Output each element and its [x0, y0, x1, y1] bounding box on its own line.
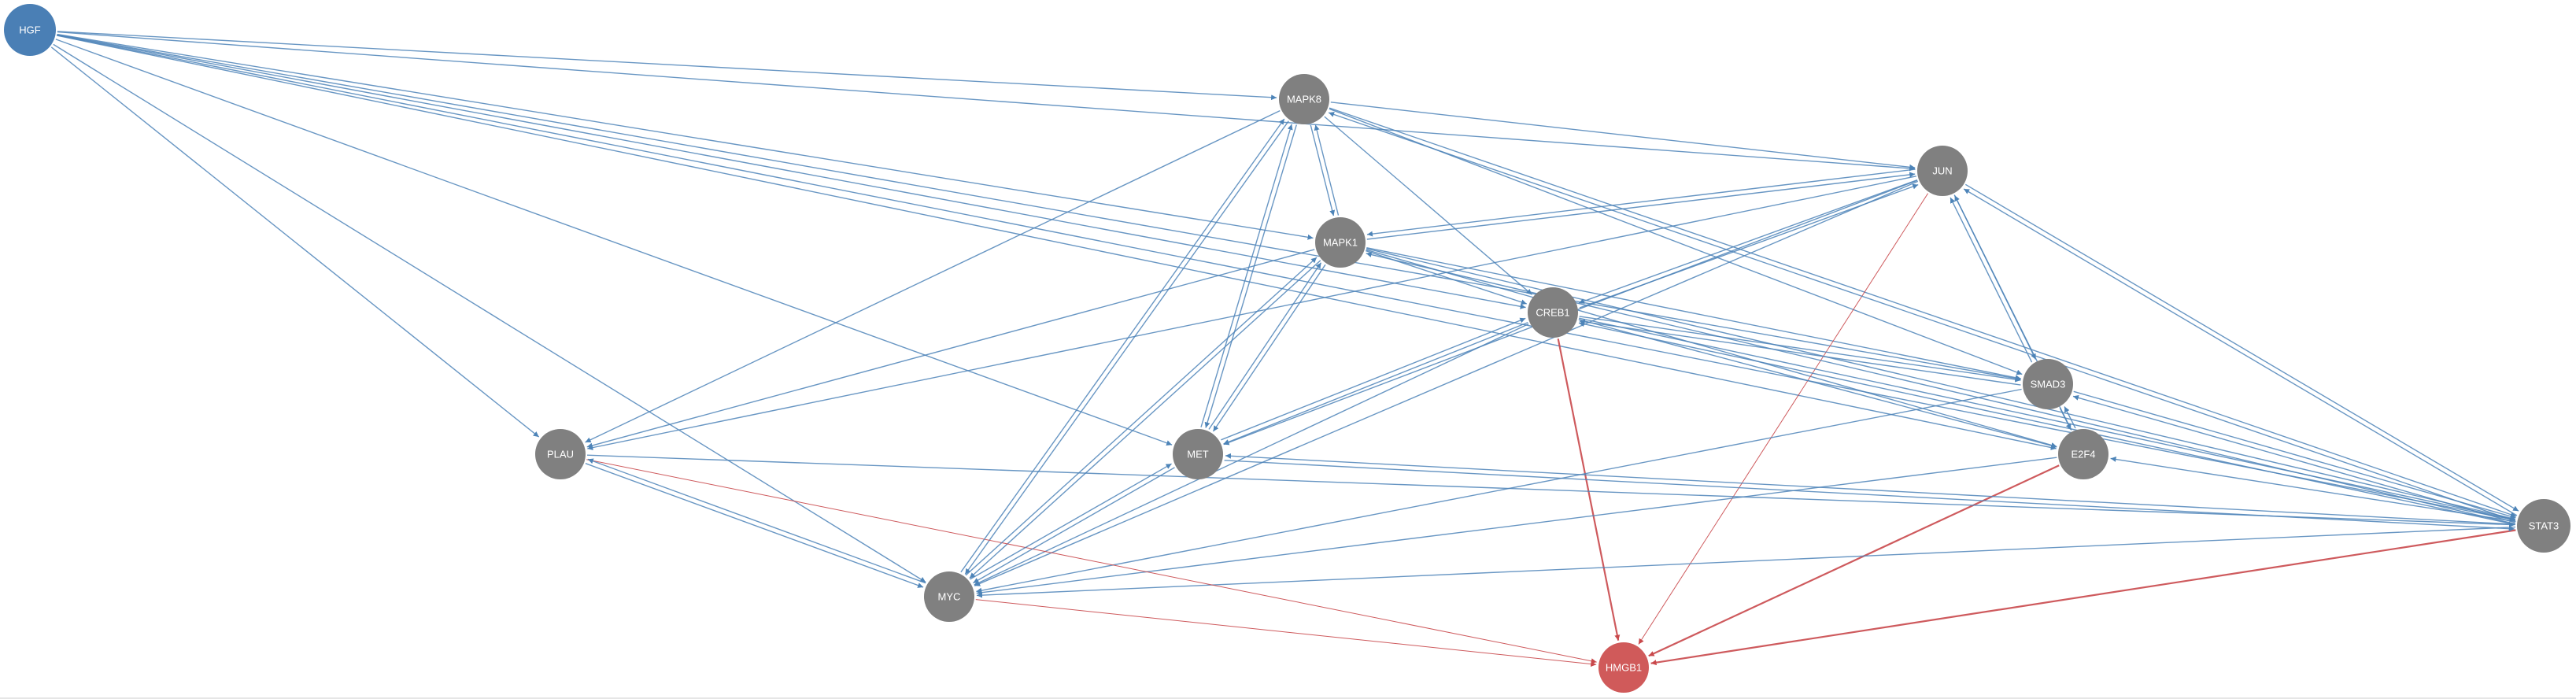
- edge-smad3-to-stat3: [2073, 390, 2516, 520]
- edge-mapk8-to-plau: [585, 109, 1281, 443]
- edge-e2f4-to-smad3: [2064, 406, 2076, 429]
- node-met[interactable]: MET: [1173, 429, 1223, 479]
- node-myc[interactable]: MYC: [924, 571, 974, 622]
- edge-myc-to-mapk1: [965, 257, 1318, 576]
- edges-layer: [50, 31, 2519, 668]
- edge-myc-to-mapk8: [960, 118, 1285, 573]
- edge-stat3-to-myc: [976, 526, 2516, 598]
- edge-met-to-creb1: [1221, 317, 1526, 441]
- edge-mapk8-to-met: [1204, 124, 1297, 428]
- edge-stat3-to-smad3: [2072, 394, 2515, 523]
- edge-plau-to-myc: [585, 463, 924, 588]
- edge-mapk1-to-e2f4: [1366, 249, 2057, 448]
- edge-jun-to-stat3: [1964, 183, 2519, 512]
- edge-hgf-to-myc: [53, 43, 926, 583]
- node-mapk1[interactable]: MAPK1: [1315, 217, 1366, 268]
- edge-stat3-to-met: [1225, 453, 2516, 525]
- edge-smad3-to-myc: [976, 388, 2022, 594]
- edge-mapk1-to-jun: [1366, 172, 1916, 240]
- edge-myc-to-hmgb1: [975, 599, 1597, 668]
- edge-met-to-mapk8: [1200, 124, 1293, 427]
- node-circle-hmgb1[interactable]: [1598, 642, 1649, 693]
- edge-met-to-myc: [973, 467, 1175, 584]
- edge-hgf-to-creb1: [57, 34, 1526, 309]
- node-circle-met[interactable]: [1173, 429, 1223, 479]
- edge-creb1-to-jun: [1579, 183, 1919, 309]
- edge-stat3-to-hmgb1: [1650, 529, 2516, 666]
- edge-stat3-to-creb1: [1578, 321, 2515, 525]
- edge-hgf-to-mapk1: [57, 33, 1314, 240]
- edge-mapk8-to-jun: [1330, 102, 1916, 170]
- node-circle-mapk1[interactable]: [1315, 217, 1366, 268]
- edge-hgf-to-stat3: [57, 35, 2515, 522]
- node-stat3[interactable]: STAT3: [2517, 499, 2570, 553]
- edge-creb1-to-met: [1223, 321, 1528, 445]
- edge-jun-to-mapk1: [1366, 168, 1916, 237]
- edge-plau-to-hmgb1: [586, 459, 1597, 664]
- node-plau[interactable]: PLAU: [535, 429, 586, 479]
- node-circle-plau[interactable]: [535, 429, 586, 479]
- edge-creb1-to-smad3: [1579, 316, 2021, 383]
- edge-hgf-to-met: [55, 39, 1173, 446]
- edge-jun-to-myc: [974, 180, 1919, 586]
- edge-plau-to-stat3: [586, 454, 2515, 527]
- node-jun[interactable]: JUN: [1917, 146, 1968, 196]
- edge-mapk1-to-smad3: [1366, 247, 2021, 381]
- node-hgf[interactable]: HGF: [4, 4, 56, 56]
- edge-mapk1-to-plau: [586, 249, 1315, 449]
- edge-smad3-to-creb1: [1579, 319, 2021, 386]
- edge-mapk1-to-met: [1212, 264, 1326, 432]
- node-circle-hgf[interactable]: [4, 4, 56, 56]
- edge-mapk8-to-stat3: [1329, 107, 2517, 518]
- edge-smad3-to-jun: [1950, 197, 2033, 363]
- node-circle-creb1[interactable]: [1528, 287, 1578, 338]
- node-circle-smad3[interactable]: [2023, 359, 2073, 409]
- edge-hgf-to-mapk8: [57, 31, 1277, 101]
- edge-myc-to-met: [970, 463, 1172, 580]
- edge-mapk8-to-creb1: [1324, 116, 1532, 295]
- node-hmgb1[interactable]: HMGB1: [1598, 642, 1649, 693]
- node-circle-myc[interactable]: [924, 571, 974, 622]
- edge-met-to-mapk1: [1208, 262, 1322, 430]
- edge-stat3-to-jun: [1963, 188, 2518, 516]
- edge-e2f4-to-myc: [976, 457, 2057, 596]
- edge-jun-to-creb1: [1578, 179, 1918, 304]
- edge-hgf-to-jun: [57, 31, 1916, 172]
- node-circle-mapk8[interactable]: [1279, 74, 1329, 124]
- edge-creb1-to-myc: [974, 323, 1529, 586]
- edge-jun-to-hmgb1: [1638, 193, 1929, 645]
- node-e2f4[interactable]: E2F4: [2058, 429, 2108, 479]
- edge-creb1-to-e2f4: [1578, 319, 2057, 449]
- edge-creb1-to-hmgb1: [1557, 338, 1621, 641]
- edge-creb1-to-stat3: [1579, 317, 2515, 522]
- edge-mapk1-to-stat3: [1366, 248, 2516, 521]
- node-creb1[interactable]: CREB1: [1528, 287, 1578, 338]
- edge-mapk8-to-myc: [964, 120, 1289, 575]
- edge-hgf-to-plau: [50, 46, 540, 438]
- edge-met-to-stat3: [1224, 460, 2515, 532]
- edge-e2f4-to-hmgb1: [1648, 464, 2060, 657]
- edge-stat3-to-e2f4: [2110, 457, 2516, 523]
- edge-mapk8-to-mapk1: [1310, 124, 1336, 216]
- node-smad3[interactable]: SMAD3: [2023, 359, 2073, 409]
- edge-hgf-to-e2f4: [57, 35, 2057, 450]
- edge-mapk1-to-myc: [969, 260, 1321, 579]
- node-mapk8[interactable]: MAPK8: [1279, 74, 1329, 124]
- node-circle-e2f4[interactable]: [2058, 429, 2108, 479]
- node-circle-jun[interactable]: [1917, 146, 1968, 196]
- edge-stat3-to-mapk8: [1328, 112, 2516, 522]
- node-circle-stat3[interactable]: [2517, 499, 2570, 553]
- edge-myc-to-plau: [587, 458, 926, 584]
- edge-jun-to-plau: [587, 176, 1916, 451]
- edge-mapk1-to-mapk8: [1314, 124, 1340, 216]
- edge-hgf-to-smad3: [57, 34, 2021, 382]
